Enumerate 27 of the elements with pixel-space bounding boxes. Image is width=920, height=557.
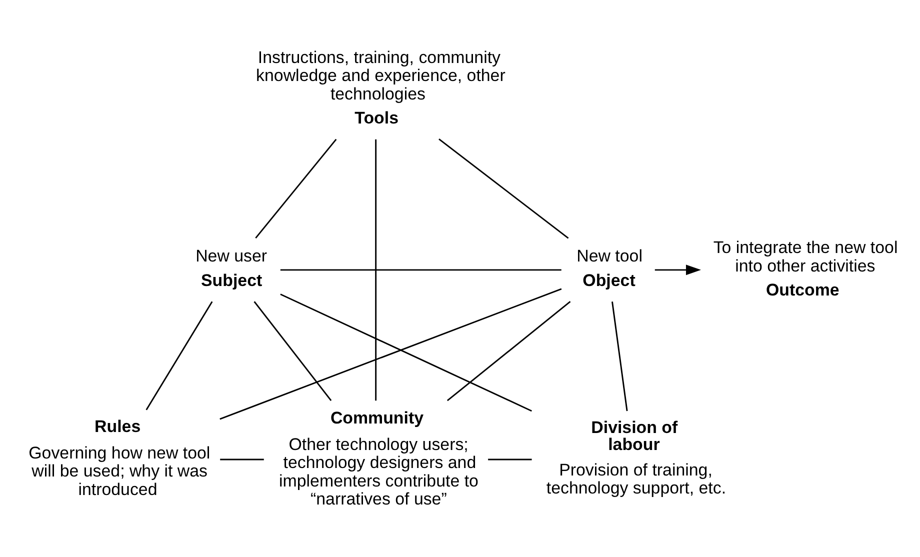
connector	[254, 138, 336, 238]
node-text: Community	[330, 408, 424, 427]
connector	[145, 300, 212, 410]
node-label: Other technology users; technology designers and implementers contribute to “narratives of use”	[278, 434, 478, 508]
node-label: To integrate the new tool into other activities	[712, 238, 898, 275]
node-label: New user	[195, 246, 267, 266]
connector	[220, 458, 264, 460]
arrow	[654, 264, 700, 275]
connector	[438, 138, 568, 238]
connector	[611, 301, 628, 411]
node-text: Division of labour	[590, 418, 678, 454]
node-text: Outcome	[765, 280, 839, 300]
connector	[280, 293, 532, 412]
node-text: Object	[582, 270, 635, 290]
connector	[280, 268, 561, 270]
node-text: Tools	[354, 108, 398, 128]
node-label: Governing how new tool will be used; why it was introduced	[28, 443, 210, 498]
node-label: Instructions, training, community knowledge and experience, other technologies	[256, 48, 505, 103]
connector	[374, 138, 376, 400]
connector	[488, 458, 532, 460]
connector	[253, 300, 332, 401]
connector	[219, 288, 562, 420]
connector	[446, 300, 570, 401]
node-text: Rules	[94, 416, 140, 436]
node-label: Provision of training, technology support, etc.	[546, 460, 726, 498]
node-text: Subject	[200, 270, 262, 290]
node-label: New tool	[576, 246, 642, 266]
